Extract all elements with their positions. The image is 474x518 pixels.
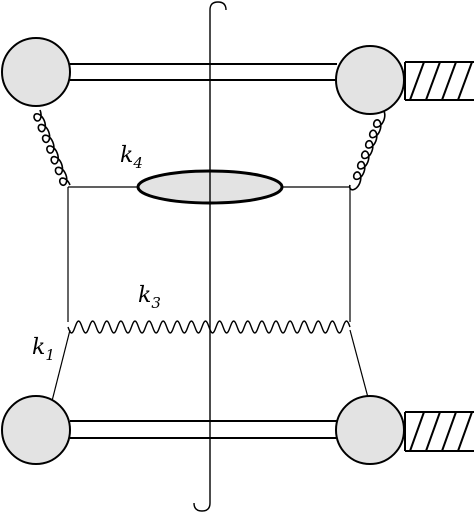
hatched-block-bottom [404, 411, 474, 452]
blob-top-right [335, 45, 405, 115]
cut-line [193, 1, 227, 512]
blobs [1, 37, 405, 465]
quark-box [50, 186, 371, 406]
top-double-line [70, 63, 337, 81]
photon-wavy-line [67, 320, 351, 334]
quark-line-right-lower [349, 329, 371, 406]
gluon-left [33, 109, 71, 187]
quark-line-k1 [50, 329, 71, 406]
hatched-block-top [404, 61, 474, 101]
label-k1: k1 [32, 335, 55, 364]
label-k3: k3 [138, 283, 161, 312]
blob-bottom-right [335, 395, 405, 465]
bottom-double-line [70, 420, 337, 439]
gluon-right [348, 108, 386, 191]
blob-top-left [1, 37, 71, 107]
label-k4: k4 [120, 143, 143, 172]
blob-bottom-left [1, 395, 71, 465]
